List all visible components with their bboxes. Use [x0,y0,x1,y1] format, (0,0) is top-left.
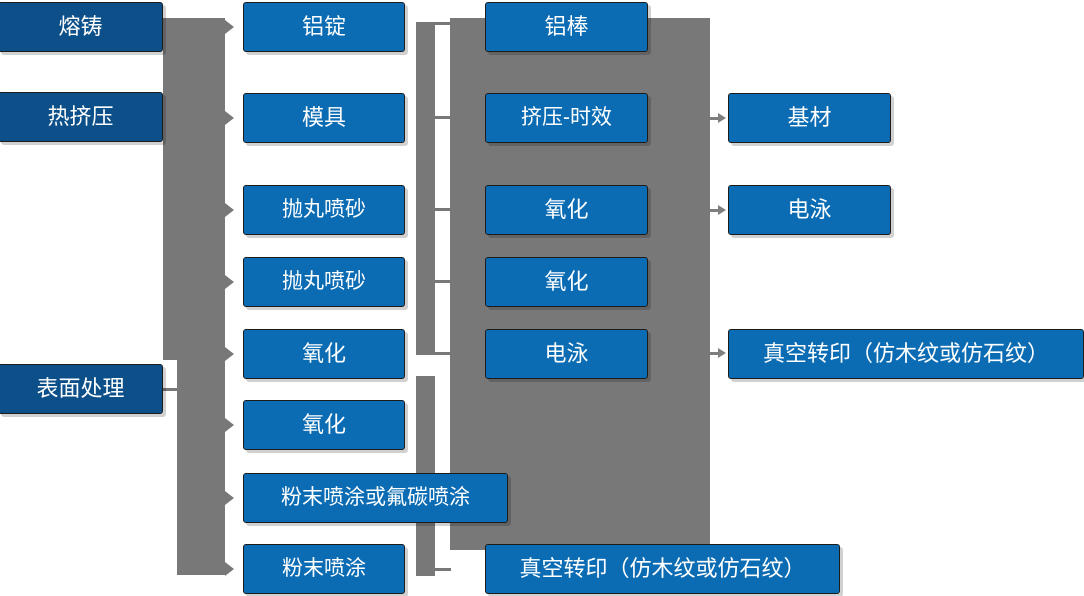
arrowhead-to-oxidation-2 [225,418,234,432]
arrowhead-to-electrophoresis [718,205,726,215]
process-box-powder-or-fluorocarbon-coating[interactable]: 粉末喷涂或氟碳喷涂 [243,473,508,523]
stage-box-surface-treatment[interactable]: 表面处理 [0,364,163,414]
connector-tick-2 [435,116,451,119]
output-box-vacuum-transfer[interactable]: 真空转印（仿木纹或仿石纹） [728,329,1084,379]
arrowhead-to-oxidation-1 [225,347,234,361]
arrow-stem-to-substrate [710,117,720,120]
arrowhead-to-vacuum-transfer [718,348,726,358]
process-box-shotblast-2[interactable]: 抛丸喷砂 [243,257,405,307]
arrowhead-to-shotblast-1 [225,203,234,217]
process-box-powder-coating[interactable]: 粉末喷涂 [243,544,405,594]
arrowhead-to-substrate [718,113,726,123]
connector-tick-5 [435,352,451,355]
output-box-substrate[interactable]: 基材 [728,93,891,143]
arrowhead-to-powder-coating [225,562,234,576]
process-box-shotblast-1[interactable]: 抛丸喷砂 [243,185,405,235]
connector-tick-1 [435,22,451,25]
connector-bar-thin-mid [416,312,435,355]
output-box-electrophoresis[interactable]: 电泳 [728,185,891,235]
process-box-aluminum-ingot[interactable]: 铝锭 [243,2,405,52]
connector-tick-6 [435,568,451,571]
connector-bar-thin-upper [416,22,435,312]
arrowhead-to-aluminum-ingot [225,20,234,34]
process-box-oxidation-2[interactable]: 氧化 [243,400,405,450]
process-box-electrophoresis-1[interactable]: 电泳 [485,329,648,379]
connector-block-stage-lower [177,360,225,575]
connector-tick-3 [435,208,451,211]
arrowhead-to-mold [225,111,234,125]
process-box-mold[interactable]: 模具 [243,93,405,143]
connector-stub-surface-treatment [163,388,183,391]
process-box-extrusion-aging[interactable]: 挤压-时效 [485,93,648,143]
stage-box-melt-casting[interactable]: 熔铸 [0,2,163,52]
arrow-stem-to-vacuum-transfer [710,352,720,355]
process-box-vacuum-transfer-1[interactable]: 真空转印（仿木纹或仿石纹） [485,544,840,594]
connector-notch-melt-extrude [163,52,189,82]
process-box-aluminum-bar[interactable]: 铝棒 [485,2,648,52]
stage-box-hot-extrusion[interactable]: 热挤压 [0,92,163,142]
process-box-oxidation-3[interactable]: 氧化 [485,185,648,235]
arrowhead-to-powder-or-fluorocarbon [225,491,234,505]
connector-tick-4 [435,280,451,283]
arrow-stem-to-electrophoresis [710,209,720,212]
arrowhead-to-shotblast-2 [225,275,234,289]
process-box-oxidation-4[interactable]: 氧化 [485,257,648,307]
process-box-oxidation-1[interactable]: 氧化 [243,329,405,379]
